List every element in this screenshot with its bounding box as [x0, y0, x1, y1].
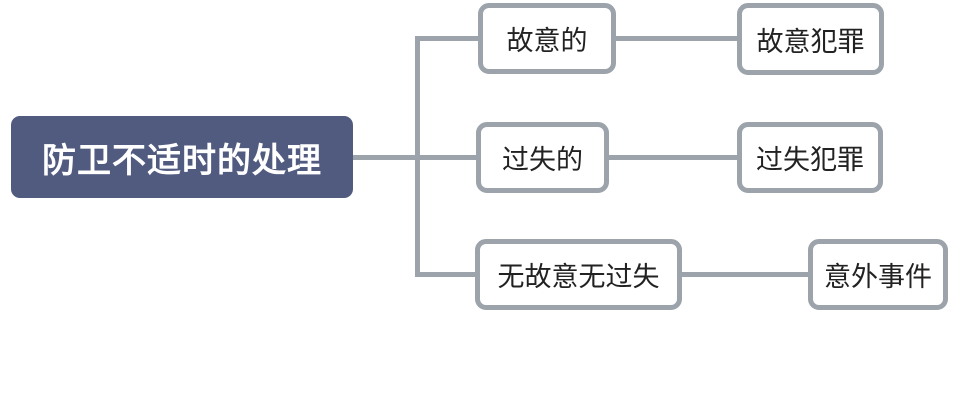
- root-node-label: 防卫不适时的处理: [42, 141, 322, 180]
- leaf-node-label: 过失犯罪: [756, 145, 864, 175]
- leaf-node-accident[interactable]: 意外事件: [808, 239, 948, 310]
- leaf-node-label: 意外事件: [824, 262, 932, 292]
- leaf-node-intentional-crime[interactable]: 故意犯罪: [737, 3, 884, 75]
- branch-node-label: 故意的: [506, 26, 588, 56]
- branch-node-no-fault[interactable]: 无故意无过失: [475, 239, 682, 310]
- connector-trunk-to-branch3: [415, 272, 475, 277]
- leaf-node-negligent-crime[interactable]: 过失犯罪: [737, 122, 883, 193]
- leaf-node-label: 故意犯罪: [756, 26, 865, 57]
- connector-trunk-to-branch1: [415, 36, 478, 41]
- root-node[interactable]: 防卫不适时的处理: [11, 116, 353, 198]
- connector-branch1-to-leaf1: [616, 36, 737, 41]
- branch-node-label: 无故意无过失: [497, 262, 660, 292]
- connector-trunk-vertical: [415, 36, 420, 277]
- branch-node-label: 过失的: [502, 145, 583, 175]
- connector-root-to-branch2: [353, 155, 476, 160]
- connector-branch2-to-leaf2: [609, 155, 737, 160]
- connector-branch3-to-leaf3: [682, 272, 808, 277]
- branch-node-negligent[interactable]: 过失的: [476, 122, 609, 193]
- branch-node-intentional[interactable]: 故意的: [478, 3, 616, 74]
